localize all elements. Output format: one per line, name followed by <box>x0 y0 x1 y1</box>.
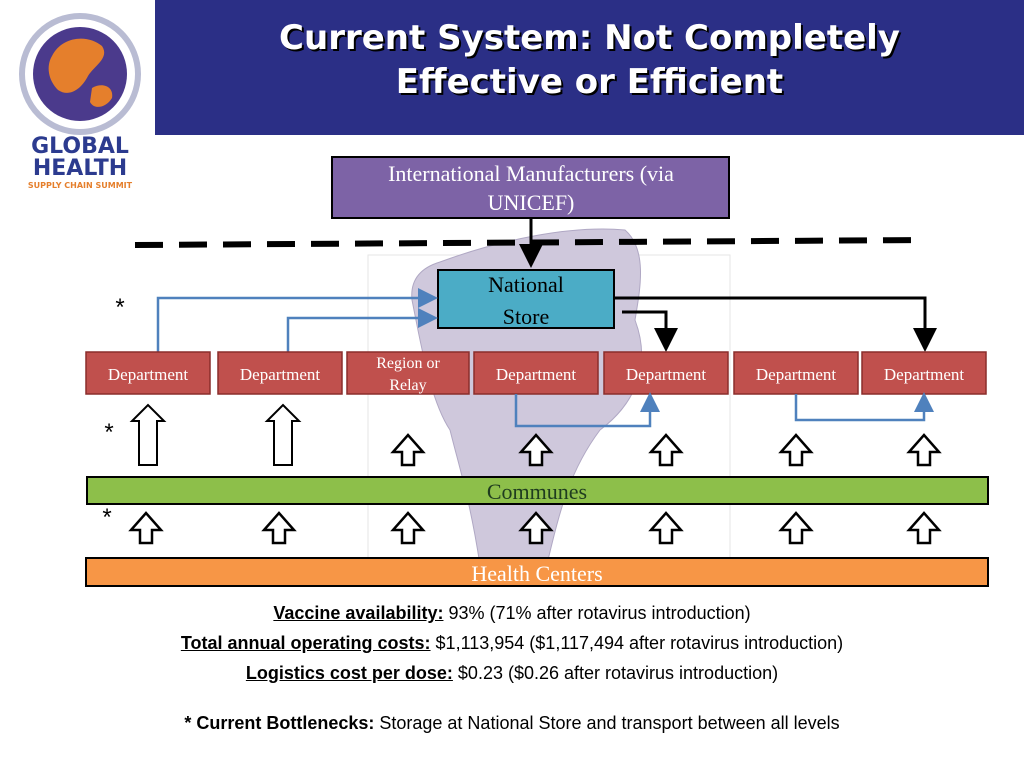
department-row: Department Department Region or Relay De… <box>85 351 987 395</box>
svg-text:Department: Department <box>884 365 965 384</box>
region-relay-box <box>346 351 470 395</box>
flow-dept-5-to-dept-6 <box>794 392 934 422</box>
stat-vaccine-availability: Vaccine availability: 93% (71% after rot… <box>273 603 751 623</box>
department-box-6 <box>861 351 987 395</box>
flow-dept-3-to-dept-4 <box>514 392 660 428</box>
arrow-national-to-dept-7 <box>614 296 937 352</box>
svg-text:Region or: Region or <box>376 355 440 372</box>
flow-dept-2-to-national <box>286 308 438 352</box>
svg-text:Communes: Communes <box>487 479 587 504</box>
svg-text:Store: Store <box>503 304 549 329</box>
svg-text:UNICEF): UNICEF) <box>488 190 575 215</box>
svg-text:National: National <box>488 272 564 297</box>
up-arrow-icon <box>266 404 300 466</box>
svg-text:Department: Department <box>108 365 189 384</box>
department-box-3 <box>473 351 599 395</box>
bottleneck-note: * Current Bottlenecks: Storage at Nation… <box>184 713 840 733</box>
svg-text:Department: Department <box>756 365 837 384</box>
svg-text:Relay: Relay <box>389 377 426 394</box>
up-arrow-icon <box>779 511 813 545</box>
page-title: Current System: Not Completely Effective… <box>279 18 900 102</box>
svg-text:International Manufacturers (v: International Manufacturers (via <box>388 161 674 186</box>
department-box-4 <box>603 351 729 395</box>
stats-block: Vaccine availability: 93% (71% after rot… <box>0 598 1024 688</box>
up-arrow-icon <box>907 511 941 545</box>
svg-text:Health Centers: Health Centers <box>471 561 602 586</box>
up-arrow-icon <box>907 433 941 467</box>
bottleneck-asterisk: * <box>102 504 111 531</box>
national-store-box <box>437 269 615 329</box>
flow-dept-1-to-national <box>156 288 438 352</box>
arrow-national-to-dept-5 <box>622 310 678 352</box>
up-arrow-icon <box>131 404 165 466</box>
up-arrow-icon <box>262 511 296 545</box>
svg-text:Department: Department <box>496 365 577 384</box>
supply-chain-diagram: International Manufacturers (via UNICEF)… <box>85 156 989 587</box>
svg-text:Department: Department <box>626 365 707 384</box>
header-bar <box>155 0 1024 135</box>
manufacturers-box <box>331 156 730 219</box>
up-arrow-icon <box>129 511 163 545</box>
department-box-2 <box>217 351 343 395</box>
logo: GLOBAL HEALTH SUPPLY CHAIN SUMMIT <box>19 13 141 190</box>
bottleneck-asterisk: * <box>104 419 113 446</box>
svg-text:SUPPLY CHAIN SUMMIT: SUPPLY CHAIN SUMMIT <box>28 181 133 190</box>
bottleneck-asterisk: * <box>115 294 124 321</box>
up-arrow-icon <box>779 433 813 467</box>
globe-icon <box>19 13 141 135</box>
health-centers-band <box>85 557 989 587</box>
stat-logistics-cost-per-dose: Logistics cost per dose: $0.23 ($0.26 af… <box>245 663 779 683</box>
stat-annual-operating-costs: Total annual operating costs: $1,113,954… <box>180 633 844 653</box>
svg-text:GLOBAL: GLOBAL <box>31 134 129 159</box>
department-box-1 <box>85 351 211 395</box>
department-box-5 <box>733 351 859 395</box>
communes-band <box>86 476 989 505</box>
svg-text:HEALTH: HEALTH <box>33 156 127 181</box>
svg-text:Department: Department <box>240 365 321 384</box>
